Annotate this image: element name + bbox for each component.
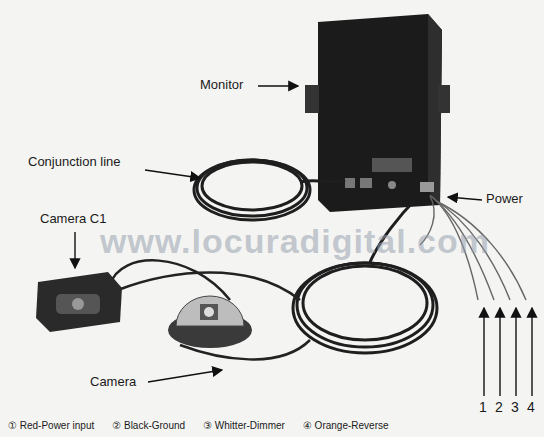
camera-c1 (36, 272, 122, 332)
callout-number: 4 (527, 399, 535, 415)
part-label: Monitor (200, 78, 243, 93)
wire-legend: ② Black-Ground (112, 420, 185, 432)
part-label: Power (486, 192, 523, 207)
part-label: Conjunction line (28, 155, 121, 170)
dome-camera (168, 296, 252, 348)
watermark: www.locuradigital.com (100, 222, 490, 261)
callout-number: 3 (511, 399, 519, 415)
callout-number: 1 (479, 399, 487, 415)
part-label: Camera (90, 375, 136, 390)
leader-arrows (75, 86, 532, 396)
wire-legend: ① Red-Power input (8, 420, 94, 432)
wire-legend: ③ Whitter-Dimmer (203, 420, 285, 432)
cable-coil (194, 160, 345, 220)
wire-legend: ④ Orange-Reverse (303, 420, 389, 432)
callout-number: 2 (495, 399, 503, 415)
part-label: Camera C1 (40, 212, 106, 227)
camera-cables (110, 260, 310, 359)
